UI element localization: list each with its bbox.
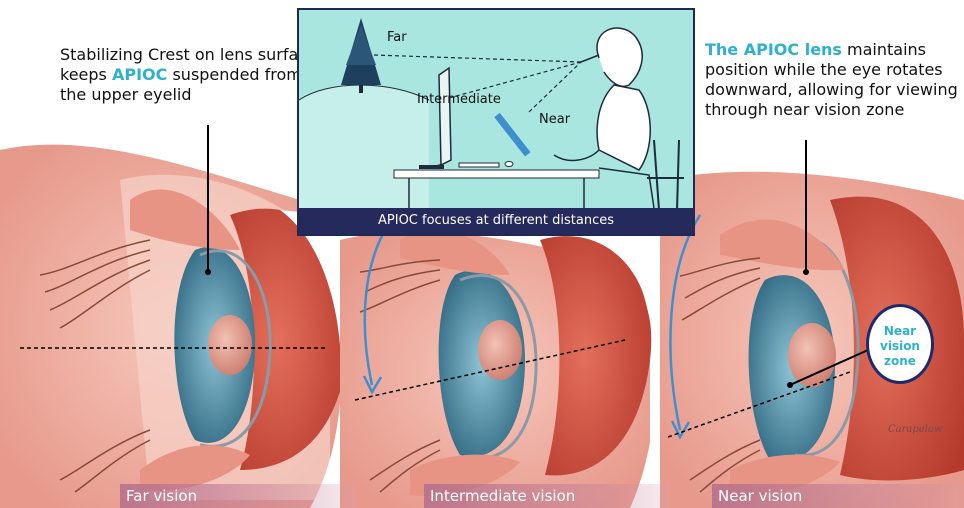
panel-label-far: Far vision [120,484,356,508]
handheld-device [494,113,530,157]
apioc-annotation-line2: position while the eye rotates [705,60,958,80]
panel-intermediate-vision [340,215,651,508]
zone-badge-line3: zone [869,354,931,369]
crest-line2-post: suspended from [167,65,302,84]
crest-annotation-line2: keeps APIOC suspended from [60,65,317,85]
inset-label-far: Far [387,30,407,45]
crest-annotation-line1: Stabilizing Crest on lens surface [60,45,317,65]
crest-annotation-line3: the upper eyelid [60,85,317,105]
apioc-annotation-line3: downward, allowing for viewing [705,80,958,100]
inset-label-near: Near [539,112,570,127]
apioc-line1-post: maintains [842,40,926,59]
crest-line2-accent: APIOC [112,65,167,84]
apioc-line1-accent: The APIOC lens [705,40,842,59]
distance-inset: Far Intermediate Near APIOC focuses at d… [297,8,695,236]
panel-label-near: Near vision [712,484,964,508]
zone-badge-line1: Near [869,324,931,339]
panel-label-intermediate: Intermediate vision [424,484,670,508]
inset-label-intermediate: Intermediate [417,92,501,107]
inset-caption: APIOC focuses at different distances [299,208,693,234]
crest-line2-pre: keeps [60,65,112,84]
apioc-annotation-line1: The APIOC lens maintains [705,40,958,60]
crest-annotation: Stabilizing Crest on lens surface keeps … [60,45,317,105]
inset-scene [299,10,693,208]
near-vision-zone-badge: Near vision zone [866,304,934,384]
zone-badge-line2: vision [869,339,931,354]
apioc-annotation: The APIOC lens maintains position while … [705,40,958,120]
apioc-annotation-line4: through near vision zone [705,100,958,120]
artist-signature: Carapelaw [888,424,942,435]
